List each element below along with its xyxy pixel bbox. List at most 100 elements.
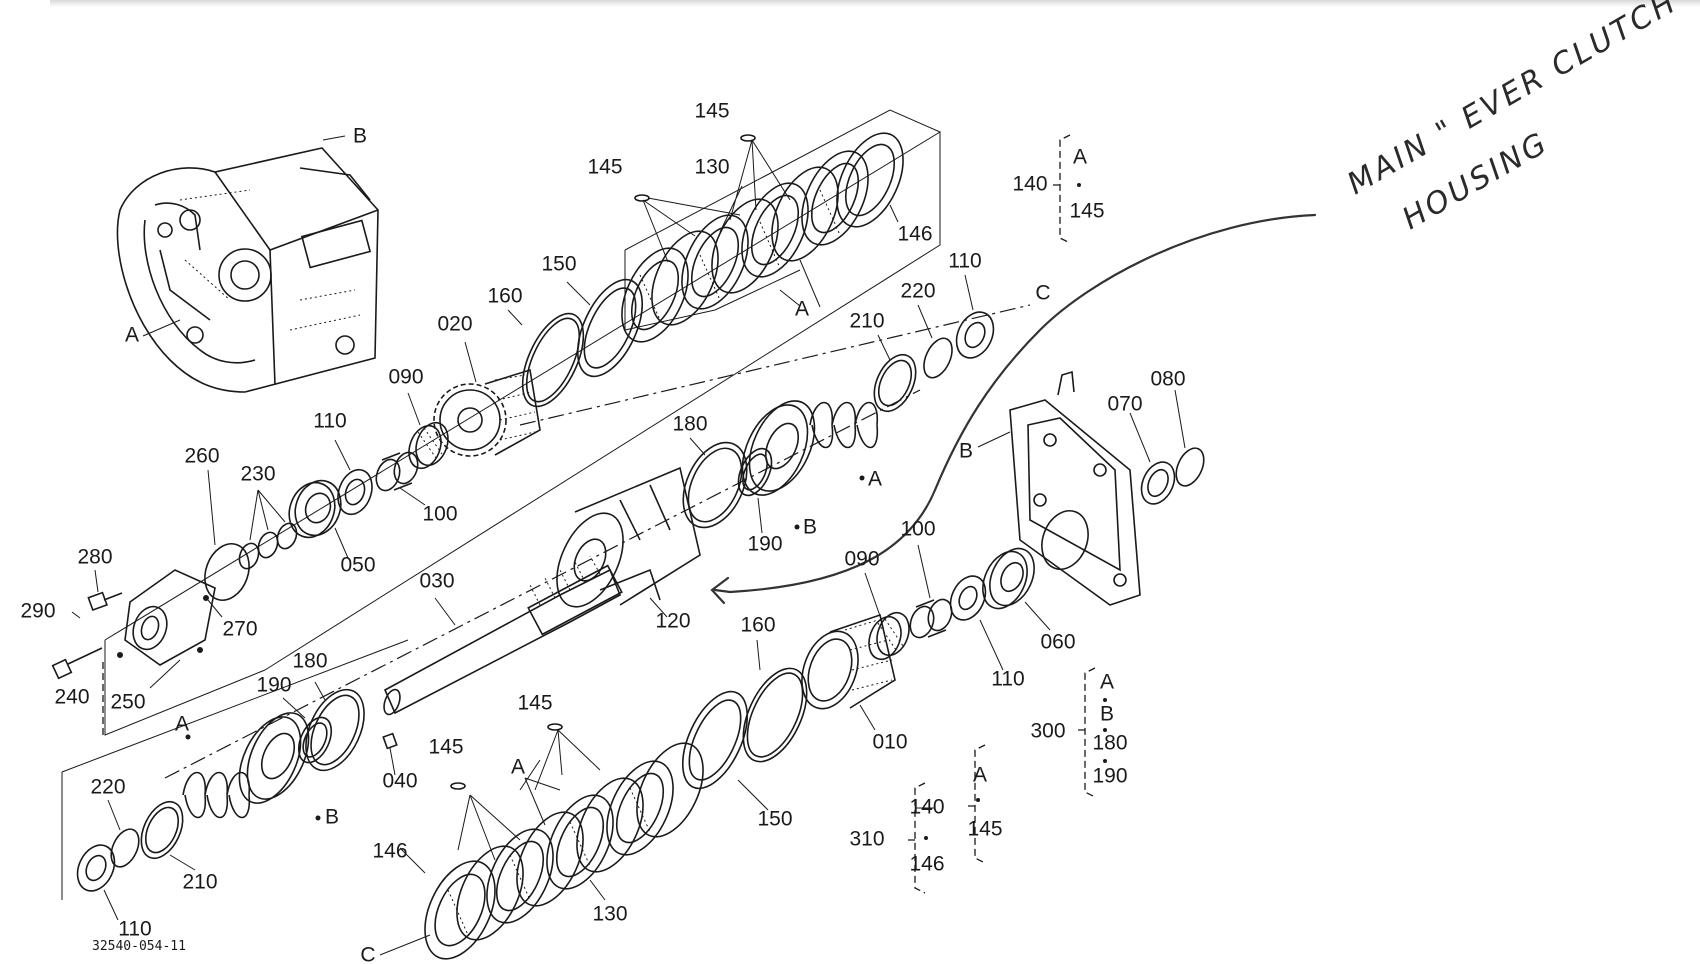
dot-a-upper <box>859 475 865 481</box>
label-280: 280 <box>77 546 112 569</box>
label-140: 140 <box>1012 173 1047 196</box>
leaders-145-130-upper <box>642 139 791 263</box>
label-250: 250 <box>110 691 145 714</box>
label-C: C <box>1035 282 1050 305</box>
label-180: 180 <box>1092 732 1127 755</box>
label-270: 270 <box>222 618 257 641</box>
leader-270 <box>207 599 223 618</box>
label-145: 145 <box>1069 200 1104 223</box>
leaders-a-130-lower <box>524 777 606 901</box>
label-070: 070 <box>1107 393 1142 416</box>
leader-030 <box>434 597 456 626</box>
label-090: 090 <box>388 366 423 389</box>
leaders-145-lower <box>457 729 601 861</box>
label-A: A <box>1073 146 1087 169</box>
label-145: 145 <box>694 100 729 123</box>
label-090: 090 <box>844 548 879 571</box>
leader-a-housing <box>142 319 181 337</box>
label-210: 210 <box>182 871 217 894</box>
leader-080 <box>1174 389 1186 449</box>
label-220: 220 <box>90 776 125 799</box>
leader-250 <box>149 659 181 689</box>
leader-290 <box>71 611 81 619</box>
leader-050 <box>334 527 349 559</box>
label-150: 150 <box>757 808 792 831</box>
label-190: 190 <box>747 533 782 556</box>
handwritten-arrowhead <box>710 576 730 605</box>
part-280-bolt <box>87 591 123 611</box>
label-140: 140 <box>909 796 944 819</box>
label-180: 180 <box>672 413 707 436</box>
leader-230 <box>249 489 286 541</box>
lower-clutch-pack <box>424 742 704 960</box>
leader-110-upper-right <box>964 274 974 311</box>
label-120: 120 <box>655 610 690 633</box>
leader-220-lower <box>107 799 121 831</box>
pin-145-e <box>547 723 563 731</box>
part-070-seal <box>1140 461 1176 505</box>
label-146: 146 <box>909 853 944 876</box>
part-160-lower <box>742 667 808 763</box>
label-180: 180 <box>292 650 327 673</box>
label-190: 190 <box>256 674 291 697</box>
center-axis-main <box>164 389 921 779</box>
leader-260 <box>207 469 216 546</box>
leader-090-lower <box>864 572 881 617</box>
label-310: 310 <box>849 828 884 851</box>
handwritten-pointer-line <box>713 213 1317 594</box>
label-110: 110 <box>118 918 151 941</box>
part-210-upper <box>873 353 917 413</box>
leader-160-lower <box>756 639 761 671</box>
leader-146-lower <box>399 847 426 874</box>
dot-b-lower <box>315 815 321 821</box>
leader-110-upper <box>334 439 351 471</box>
part-190-lower <box>297 716 333 764</box>
callout-labels: 020 160 150 090 110 145 130 145 146 140 … <box>20 100 1185 964</box>
leader-120 <box>649 597 668 618</box>
label-160: 160 <box>740 614 775 637</box>
dot-a-lower <box>185 734 191 740</box>
leader-010 <box>859 704 876 731</box>
bracket-310-inner <box>905 782 926 894</box>
leader-040 <box>389 747 396 776</box>
part-piston-b-lower <box>238 712 310 804</box>
leader-210-lower <box>169 854 196 871</box>
scan-edge-shading <box>50 0 1700 7</box>
part-110-upper-right <box>955 311 995 359</box>
label-B: B <box>959 440 973 463</box>
label-110: 110 <box>948 250 981 273</box>
label-145: 145 <box>587 156 622 179</box>
label-A: A <box>1100 671 1114 694</box>
part-080-ring <box>1175 447 1205 487</box>
label-A: A <box>795 298 809 321</box>
leader-b-plate <box>977 431 1011 448</box>
pin-145-a <box>634 194 650 202</box>
clutch-housing-part <box>116 147 379 393</box>
label-240: 240 <box>54 686 89 709</box>
label-100: 100 <box>422 503 457 526</box>
label-A: A <box>511 756 525 779</box>
leader-190-upper <box>757 497 763 534</box>
label-050: 050 <box>340 554 375 577</box>
part-220-upper <box>923 337 953 379</box>
label-A: A <box>175 713 189 736</box>
label-190: 190 <box>1092 765 1127 788</box>
part-piston-b-upper <box>741 400 816 496</box>
leader-280 <box>94 569 99 593</box>
part-090-lower <box>868 611 910 661</box>
label-230: 230 <box>240 463 275 486</box>
dot-b-upper <box>794 524 800 530</box>
center-axis-upper <box>519 304 1031 426</box>
part-040-plug <box>382 732 398 750</box>
label-C: C <box>360 944 375 964</box>
upper-clutch-pack <box>621 109 941 343</box>
part-260-ring <box>204 543 250 601</box>
label-130: 130 <box>694 156 729 179</box>
label-110: 110 <box>313 410 346 433</box>
leader-180-lower <box>314 681 326 701</box>
part-110-upper <box>337 468 373 516</box>
label-160: 160 <box>487 285 522 308</box>
label-A: A <box>868 468 882 491</box>
label-060: 060 <box>1040 631 1075 654</box>
leader-100-lower <box>917 544 931 599</box>
